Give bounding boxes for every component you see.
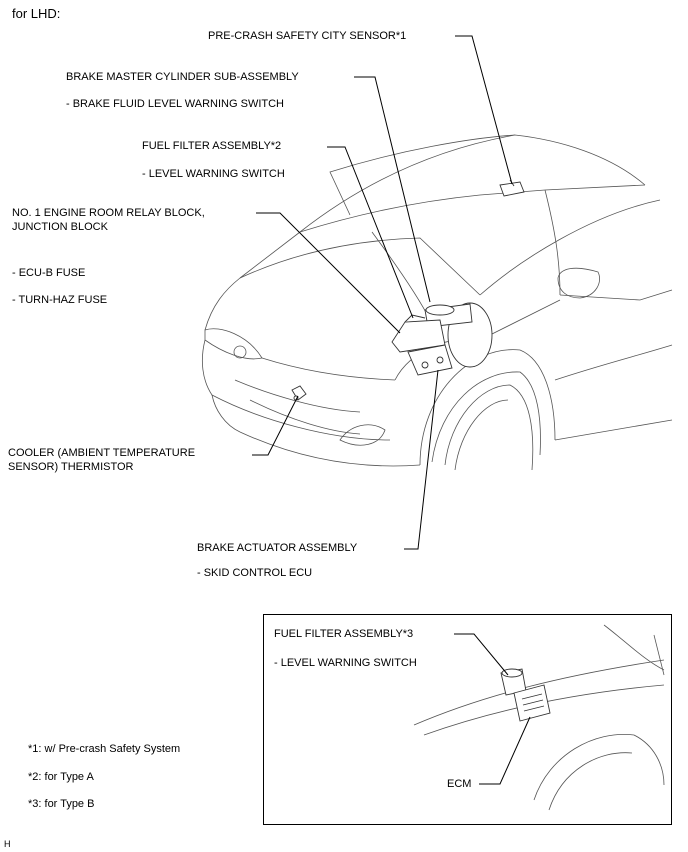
leader-fuel-filter-a <box>327 146 414 319</box>
figure-code: H <box>4 839 11 849</box>
footnote-3: *3: for Type B <box>28 798 95 810</box>
leader-brake-master <box>354 76 431 303</box>
level-switch-b-label: - LEVEL WARNING SWITCH <box>274 657 417 669</box>
footnote-1: *1: w/ Pre-crash Safety System <box>28 743 181 755</box>
relay-block-label-line2: JUNCTION BLOCK <box>12 221 108 233</box>
brake-fluid-switch-label: - BRAKE FLUID LEVEL WARNING SWITCH <box>66 98 284 110</box>
ecu-b-fuse-label: - ECU-B FUSE <box>12 267 86 279</box>
fuel-filter-b-label: FUEL FILTER ASSEMBLY*3 <box>274 628 414 640</box>
skid-control-ecu-label: - SKID CONTROL ECU <box>197 567 313 579</box>
brake-actuator-label: BRAKE ACTUATOR ASSEMBLY <box>197 542 358 554</box>
turn-haz-fuse-label: - TURN-HAZ FUSE <box>12 294 108 306</box>
fuel-filter-a-label: FUEL FILTER ASSEMBLY*2 <box>142 140 282 152</box>
thermistor-label-line2: SENSOR) THERMISTOR <box>8 461 134 473</box>
ecm-label: ECM <box>447 778 472 790</box>
pcs-sensor-label: PRE-CRASH SAFETY CITY SENSOR*1 <box>208 30 407 42</box>
type-b-inset: FUEL FILTER ASSEMBLY*3 - LEVEL WARNING S… <box>263 614 672 825</box>
brake-master-cylinder-label: BRAKE MASTER CYLINDER SUB-ASSEMBLY <box>66 71 299 83</box>
brake-actuator-part <box>407 344 453 376</box>
thermistor-label-line1: COOLER (AMBIENT TEMPERATURE <box>8 447 196 459</box>
pcs-sensor-part <box>499 181 525 197</box>
page-title: for LHD: <box>12 6 61 21</box>
leader-brake-actuator <box>404 369 439 550</box>
leader-thermistor <box>252 395 299 456</box>
inset-illustration <box>413 624 665 811</box>
footnote-2: *2: for Type A <box>28 771 94 783</box>
leader-relay-block <box>256 212 401 334</box>
level-switch-a-label: - LEVEL WARNING SWITCH <box>142 168 285 180</box>
relay-block-part <box>391 319 446 353</box>
leader-pcs-sensor <box>455 35 513 185</box>
relay-block-label-line1: NO. 1 ENGINE ROOM RELAY BLOCK, <box>12 207 205 219</box>
leader-fuel-filter-b <box>454 633 509 676</box>
leader-ecm <box>479 716 531 785</box>
